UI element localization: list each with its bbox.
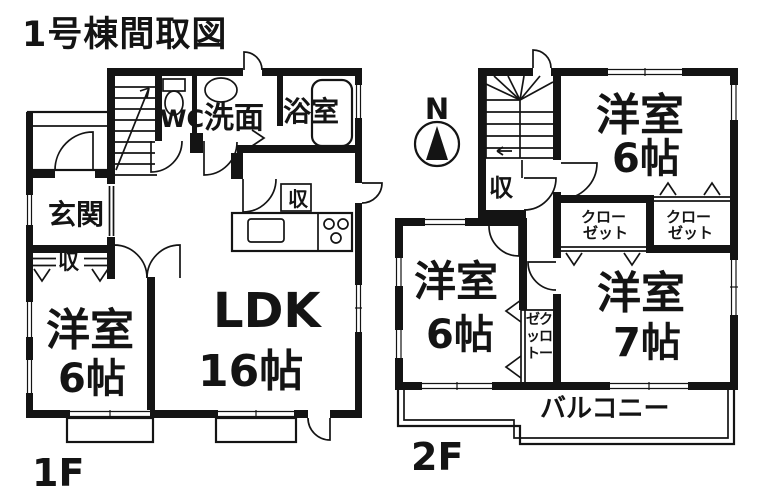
wc-door-arc — [150, 140, 183, 173]
page-title: 1号棟間取図 — [22, 15, 227, 55]
service-door-arc — [243, 51, 263, 71]
stair-storage-door-arc — [523, 177, 557, 211]
compass-needle-icon — [426, 126, 448, 160]
closet-fold-mark — [623, 252, 641, 267]
ldk-name-label: LDK — [213, 283, 322, 339]
toilet-fixture — [162, 78, 186, 116]
floor2-walls — [395, 68, 738, 390]
room-se-size-label: 7帖 — [613, 320, 681, 366]
entrance-label: 玄関 — [48, 198, 104, 231]
washbasin-fixture — [204, 77, 238, 103]
floor1-stairs — [111, 76, 157, 176]
bathroom-label: 浴室 — [283, 95, 339, 128]
closet-fold-mark — [33, 268, 51, 283]
compass-circle — [413, 120, 461, 168]
room-ne-door-arc — [560, 162, 598, 200]
closet-fold-mark — [504, 299, 522, 323]
hall-double-door-right-arc — [146, 244, 181, 279]
closet-fold-mark — [565, 252, 583, 267]
ldk-storage-label: 収 — [288, 187, 309, 211]
stove-burners — [323, 218, 349, 244]
balcony-label: バルコニー — [540, 394, 669, 424]
room-ne-size-label: 6帖 — [612, 136, 680, 182]
hall-double-door-left-arc — [113, 244, 148, 279]
room-w-door-arc — [488, 225, 520, 257]
room-w-name-label: 洋室 — [414, 257, 498, 306]
washroom-label: 洗面 — [204, 101, 264, 136]
floor2-top-door-arc — [532, 49, 552, 69]
floor1-label: 1F — [32, 451, 84, 495]
entry-terrace-steps — [65, 416, 298, 444]
ldk-storage-box — [280, 183, 312, 212]
closet-fold-mark — [703, 181, 721, 196]
west-room-size-label: 6帖 — [58, 356, 126, 402]
closet-a-label-line2: ゼット — [583, 224, 628, 242]
floor2-windows — [395, 68, 738, 390]
closet-fold-mark — [504, 355, 522, 379]
entrance-door-arc — [54, 131, 94, 171]
closet-c-label-col1: クロー — [539, 312, 553, 362]
room-se-door-arc — [527, 261, 557, 291]
back-door-arc — [307, 417, 331, 441]
closet-b-label-line1: クロー — [666, 208, 711, 226]
bath-folding-door-mark — [251, 129, 266, 147]
stairs-up-arrow — [115, 87, 150, 171]
floor2-label: 2F — [411, 435, 463, 479]
closet-fold-mark — [659, 181, 677, 196]
floor2-stairs — [485, 75, 554, 178]
floor2-plan: 収 洋室 6帖 クロー ゼット クロー ゼット 洋室 6帖 クロー ゼット 洋室… — [395, 49, 738, 479]
entrance-storage-label: 収 — [58, 250, 80, 274]
compass-north-label: N — [425, 92, 449, 126]
closet-b-label-line2: ゼット — [668, 224, 713, 242]
closet-fold-mark — [91, 268, 109, 283]
closet-fronts — [504, 181, 730, 382]
kitchen-sink — [247, 218, 285, 243]
room-se-name-label: 洋室 — [597, 268, 685, 319]
stairs-down-arrow — [496, 146, 512, 156]
floor2-doors — [488, 49, 598, 291]
ldk-size-label: 16帖 — [198, 346, 303, 397]
ldk-door-arc — [242, 178, 277, 213]
washroom-door-arc — [203, 141, 238, 176]
balcony-outline — [396, 390, 736, 446]
entrance-closet-front — [33, 257, 110, 283]
floor1-windows — [26, 85, 362, 418]
west-room-name-label: 洋室 — [46, 305, 134, 356]
side-door-arc — [361, 182, 383, 204]
compass: N — [413, 92, 461, 168]
room-ne-name-label: 洋室 — [596, 90, 684, 141]
porch — [26, 110, 112, 172]
closet-c-label-col2: ゼット — [526, 311, 540, 362]
wc-label: WC — [160, 105, 204, 133]
floor1-plan: WC 洗面 浴室 玄関 収 収 LDK 16帖 洋室 6帖 1F — [26, 51, 383, 495]
room-w-size-label: 6帖 — [426, 312, 494, 358]
closet-a-label-line1: クロー — [581, 208, 626, 226]
kitchen-counter — [230, 211, 354, 253]
stair-storage-label: 収 — [489, 174, 514, 202]
bathtub-fixture — [310, 78, 354, 148]
floor1-doors — [54, 51, 383, 441]
